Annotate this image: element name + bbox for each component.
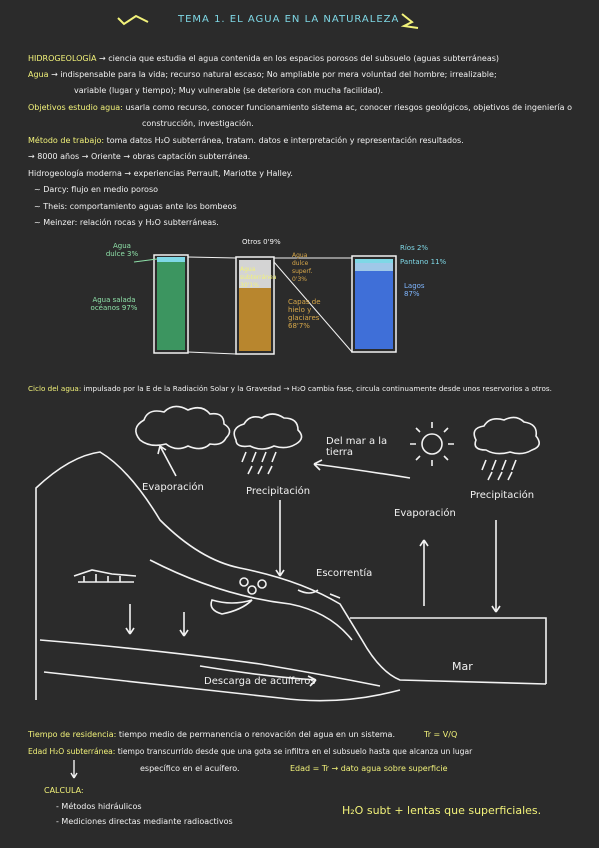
arrow-precip2 xyxy=(491,520,501,613)
agua-text1: → indispensable para la vida; recurso na… xyxy=(51,70,497,79)
label-lagos: Lagos 87% xyxy=(404,282,425,298)
line-darcy: ~ Darcy: flujo en medio poroso xyxy=(34,185,159,194)
metodo-label: Método de trabajo: xyxy=(28,136,105,145)
bar-hielo-fill xyxy=(239,288,271,351)
page-title: TEMA 1. EL AGUA EN LA NATURALEZA xyxy=(178,14,400,25)
ciclo-text: impulsado por la E de la Radiación Solar… xyxy=(83,384,552,393)
mountain-outline xyxy=(35,451,547,700)
arrow-infiltra2 xyxy=(179,612,189,637)
edad-text2: específico en el acuífero. xyxy=(140,764,240,773)
label-mar-tierra: Del mar a la tierra xyxy=(326,436,388,458)
edad-tr: Edad = Tr → dato agua sobre superficie xyxy=(290,764,448,773)
arrow-mar-tierra xyxy=(313,459,411,479)
sun-icon xyxy=(421,433,443,455)
sea-outline xyxy=(350,617,547,684)
objetivos-label: Objetivos estudio agua: xyxy=(28,103,123,112)
bar-subterranea-fill xyxy=(239,260,271,288)
calcula-label: CALCULA: xyxy=(44,786,84,795)
label-hielo: Capas de hielo y glaciares 68'7% xyxy=(288,298,321,330)
line-tiempo: Tiempo de residencia: tiempo medio de pe… xyxy=(28,730,395,740)
bar-superficial xyxy=(351,255,397,353)
edad-label: Edad H₂O subterránea: xyxy=(28,747,116,756)
bar-rios-fill xyxy=(355,259,393,263)
bar-salada-fill xyxy=(157,262,185,350)
line-meinzer: ~ Meinzer: relación rocas y H₂O subterrá… xyxy=(34,218,219,227)
calcula-mediciones: - Mediciones directas mediante radioacti… xyxy=(56,817,233,826)
line-theis: ~ Theis: comportamiento aguas ante los b… xyxy=(34,202,237,211)
arrow-infiltra1 xyxy=(125,604,135,635)
line-8000-anos: → 8000 años → Oriente → obras captación … xyxy=(28,152,251,161)
bar-dulce xyxy=(235,256,275,355)
edad-text1: tiempo transcurrido desde que una gota s… xyxy=(117,747,473,756)
label-dulce: Agua dulce 3% xyxy=(105,242,139,258)
label-precipitacion-2: Precipitación xyxy=(470,490,535,501)
hidro-text: → ciencia que estudia el agua contenida … xyxy=(99,54,500,63)
arrow-escorrentia xyxy=(297,589,341,599)
label-subterranea: Agua subterránea 30'1% xyxy=(240,266,277,289)
bar-lagos-fill xyxy=(355,271,393,349)
bar-dulce-fill xyxy=(157,257,185,262)
label-descarga: Descarga de acuíferos xyxy=(204,676,316,687)
agua-label: Agua xyxy=(28,70,49,79)
label-evaporacion-1: Evaporación xyxy=(142,482,204,493)
arrow-evap2 xyxy=(419,539,429,606)
line-agua: Agua → indispensable para la vida; recur… xyxy=(28,70,497,80)
line-objetivos: Objetivos estudio agua: usarla como recu… xyxy=(28,103,572,113)
label-precipitacion-1: Precipitación xyxy=(246,486,311,497)
hidro-label: HIDROGEOLOGÍA xyxy=(28,54,97,63)
label-evaporacion-2: Evaporación xyxy=(394,508,456,519)
line-ciclo: Ciclo del agua: impulsado por la E de la… xyxy=(28,384,552,394)
tr-formula: Tr = V/Q xyxy=(424,730,458,739)
agua-text2: variable (lugar y tiempo); Muy vulnerabl… xyxy=(74,86,384,95)
calcula-metodos: - Métodos hidráulicos xyxy=(56,802,142,811)
label-mar: Mar xyxy=(452,660,473,673)
line-metodo: Método de trabajo: toma datos H₂O subter… xyxy=(28,136,464,146)
label-pantano: Pantano 11% xyxy=(400,258,447,266)
cloud-middle-icon xyxy=(233,413,303,450)
cloud-left-icon xyxy=(135,405,231,450)
label-superficial: Agua dulce superf. 0'3% xyxy=(292,252,313,283)
objetivos-text2: construcción, investigación. xyxy=(142,119,254,128)
line-hidrogeologia: HIDROGEOLOGÍA → ciencia que estudia el a… xyxy=(28,54,499,64)
ciclo-label: Ciclo del agua: xyxy=(28,384,82,393)
bar-total xyxy=(153,254,189,354)
metodo-text: toma datos H₂O subterránea, tratam. dato… xyxy=(106,136,464,145)
bar-pantano-fill xyxy=(355,263,393,271)
cloud-right-icon xyxy=(473,416,540,455)
label-otros: Otros 0'9% xyxy=(242,238,281,246)
label-escorrentia: Escorrentía xyxy=(316,568,373,579)
label-salada: Agua salada océanos 97% xyxy=(90,296,138,312)
arrow-evap1 xyxy=(157,445,177,477)
line-hidro-moderna: Hidrogeología moderna → experiencias Per… xyxy=(28,169,293,178)
conclusion: H₂O subt + lentas que superficiales. xyxy=(342,804,542,817)
arrow-descarga xyxy=(199,665,317,687)
arrow-precip1 xyxy=(275,500,285,577)
objetivos-text1: usarla como recurso, conocer funcionamie… xyxy=(125,103,572,112)
line-edad: Edad H₂O subterránea: tiempo transcurrid… xyxy=(28,747,472,757)
label-rios: Ríos 2% xyxy=(400,244,429,252)
tiempo-label: Tiempo de residencia: xyxy=(28,730,117,739)
tiempo-text: tiempo medio de permanencia o renovación… xyxy=(118,730,396,739)
